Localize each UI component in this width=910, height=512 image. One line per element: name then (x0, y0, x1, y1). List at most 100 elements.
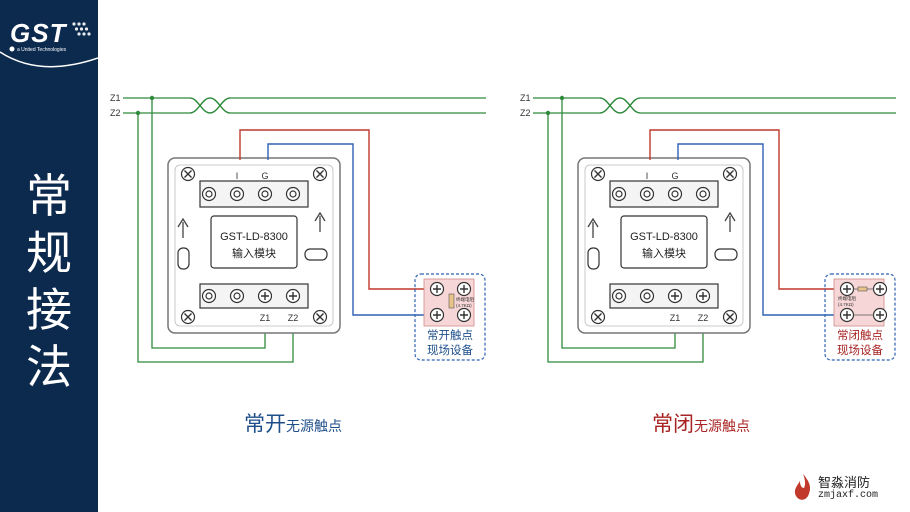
caption-normally-open: 常开无源触点 (244, 408, 342, 438)
terminal-label-i: I (646, 171, 649, 181)
screw-x-icon (184, 170, 192, 178)
terminal-screw (201, 288, 217, 304)
gst-logo: GST a United Technologies (9, 18, 91, 53)
logo-subtitle: a United Technologies (17, 47, 67, 53)
module-desc: 输入模块 (642, 246, 686, 260)
terminal-screw (285, 186, 301, 202)
terminal-label-z2: Z2 (698, 313, 709, 323)
screw-plus-icon (876, 285, 884, 293)
screw-plus-icon (433, 285, 441, 293)
field-device-label-2: 现场设备 (837, 343, 883, 357)
field-device-label-1: 常开触点 (427, 328, 473, 342)
screw-x-icon (726, 170, 734, 178)
logo-swoosh (0, 51, 98, 68)
terminal-screw (695, 186, 711, 202)
screw-ring-icon (615, 190, 623, 198)
bus-label-z1: Z1 (110, 93, 121, 103)
arrow-up-icon (724, 211, 736, 232)
screw-plus-icon (876, 311, 884, 319)
arrow-up-icon (587, 217, 599, 238)
screw-plus-icon (671, 292, 679, 300)
utc-icon (9, 46, 15, 52)
wire-z1-drop (561, 98, 676, 349)
resistor-label: 终端电阻 (456, 296, 474, 303)
bus-label-z2: Z2 (110, 108, 121, 118)
resistor-icon (448, 293, 455, 309)
screw-plus-icon (699, 292, 707, 300)
watermark: 智淼消防 zmjaxf.com (790, 468, 910, 512)
module-label-window (210, 215, 298, 269)
screw-ring-icon (205, 190, 213, 198)
side-title: 常规接法 (26, 169, 72, 394)
bus-wire-z1 (533, 97, 896, 114)
terminal-screw (201, 186, 217, 202)
screw-ring-icon (233, 190, 241, 198)
screw-ring-icon (671, 190, 679, 198)
watermark-name: 智淼消防 (818, 476, 871, 491)
screw-plus-icon (261, 292, 269, 300)
terminal-screw (229, 288, 245, 304)
mounting-slot (714, 248, 738, 261)
arrow-up-icon (314, 211, 326, 232)
module-label-window (620, 215, 708, 269)
wire-i-red (649, 129, 838, 290)
screw-ring-icon (289, 190, 297, 198)
resistor-label: 终端电阻 (838, 295, 856, 302)
bus-wire-z2 (123, 97, 486, 114)
twisted-pair (189, 97, 231, 114)
resistor-value: (4.7KΩ) (838, 302, 854, 307)
terminal-label-g: G (261, 171, 268, 181)
terminal-screw (257, 186, 273, 202)
bus-wire-z1 (123, 97, 486, 114)
module-name: GST-LD-8300 (630, 231, 698, 243)
screw-ring-icon (205, 292, 213, 300)
terminal-screw (611, 288, 627, 304)
terminal-screw (639, 288, 655, 304)
module-inner-border (584, 164, 744, 327)
wire-z2-drop (547, 113, 704, 363)
logo-text: GST (10, 18, 68, 48)
wire-i-red (239, 129, 428, 290)
screw-ring-icon (615, 292, 623, 300)
bus-label-z1: Z1 (520, 93, 531, 103)
screw-ring-icon (261, 190, 269, 198)
resistor-value: (4.7KΩ) (456, 303, 472, 308)
terminal-label-i: I (236, 171, 239, 181)
screw-x-icon (594, 170, 602, 178)
screw-x-icon (316, 170, 324, 178)
arrow-up-icon (177, 217, 189, 238)
mounting-slot (304, 248, 328, 261)
screw-ring-icon (643, 190, 651, 198)
terminal-screw (611, 186, 627, 202)
caption-right-sub: 无源触点 (694, 419, 750, 435)
caption-normally-closed: 常闭无源触点 (652, 408, 750, 438)
screw-x-icon (594, 313, 602, 321)
bus-label-z2: Z2 (520, 108, 531, 118)
wire-z1-drop (151, 98, 266, 349)
module-desc: 输入模块 (232, 246, 276, 260)
module-inner-border (174, 164, 334, 327)
screw-plus-icon (433, 311, 441, 319)
mounting-slot (587, 247, 600, 270)
mounting-slot (177, 247, 190, 270)
field-device-label-2: 现场设备 (427, 343, 473, 357)
wire-z2-drop (137, 113, 294, 363)
terminal-label-z1: Z1 (670, 313, 681, 323)
terminal-label-g: G (671, 171, 678, 181)
screw-ring-icon (699, 190, 707, 198)
screw-plus-icon (460, 311, 468, 319)
terminal-label-z1: Z1 (260, 313, 271, 323)
twisted-pair (599, 97, 641, 114)
screw-x-icon (726, 313, 734, 321)
screw-plus-icon (460, 285, 468, 293)
resistor-icon (857, 286, 868, 292)
caption-left-main: 常开 (244, 412, 286, 436)
caption-left-sub: 无源触点 (286, 419, 342, 435)
sidebar: GST a United Technologies 常规接法 (0, 0, 98, 512)
wire-g-blue (677, 143, 838, 316)
screw-plus-icon (843, 311, 851, 319)
flame-icon (794, 474, 811, 500)
